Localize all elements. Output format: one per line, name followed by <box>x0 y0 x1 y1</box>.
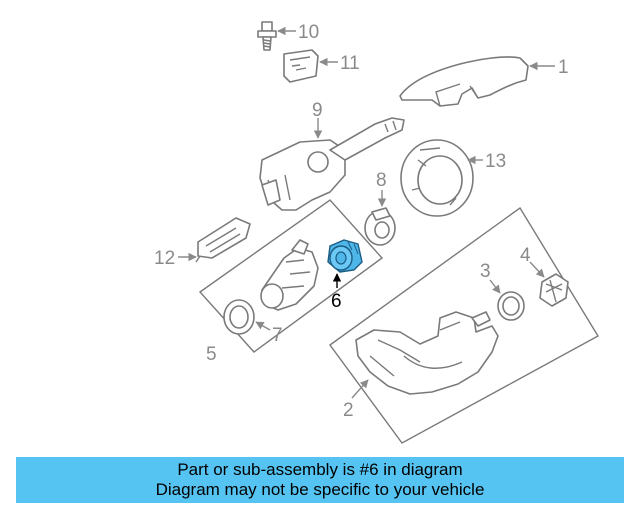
callout-7: 7 <box>272 325 283 346</box>
part-9-combination-switch: 9 <box>259 100 405 211</box>
part-11-module: 11 <box>283 49 360 83</box>
callout-11: 11 <box>340 53 360 74</box>
part-3-ring: 3 <box>480 261 525 321</box>
part-4-plate: 4 <box>520 245 569 307</box>
callout-13: 13 <box>485 151 506 172</box>
callout-12: 12 <box>154 248 175 269</box>
callout-10: 10 <box>298 22 319 43</box>
part-6-ignition-switch[interactable]: 6 <box>327 239 363 312</box>
group-2-outline <box>329 206 599 444</box>
part-7-ring: 7 <box>223 299 283 346</box>
callout-8: 8 <box>376 170 387 191</box>
part-5-ignition-housing <box>260 239 319 311</box>
callout-2: 2 <box>343 400 354 421</box>
callout-3: 3 <box>480 261 491 282</box>
banner-line-2: Diagram may not be specific to your vehi… <box>155 480 485 499</box>
callout-4: 4 <box>520 245 531 266</box>
part-1-upper-cover: 1 <box>399 56 569 107</box>
callout-9: 9 <box>312 100 323 121</box>
callout-1: 1 <box>558 57 569 78</box>
info-banner: Part or sub-assembly is #6 in diagram Di… <box>16 457 624 503</box>
part-2-lower-cover: 2 <box>343 311 499 421</box>
part-8-lock-cylinder: 8 <box>364 170 396 246</box>
part-13-clock-spring: 13 <box>400 139 506 217</box>
callout-6: 6 <box>331 291 342 312</box>
callout-5: 5 <box>206 344 217 365</box>
part-10-bolt: 10 <box>257 21 319 51</box>
parts-diagram: 1 10 11 9 13 8 <box>154 21 599 444</box>
banner-line-1: Part or sub-assembly is #6 in diagram <box>177 460 463 479</box>
part-12-bracket: 12 <box>154 217 251 269</box>
